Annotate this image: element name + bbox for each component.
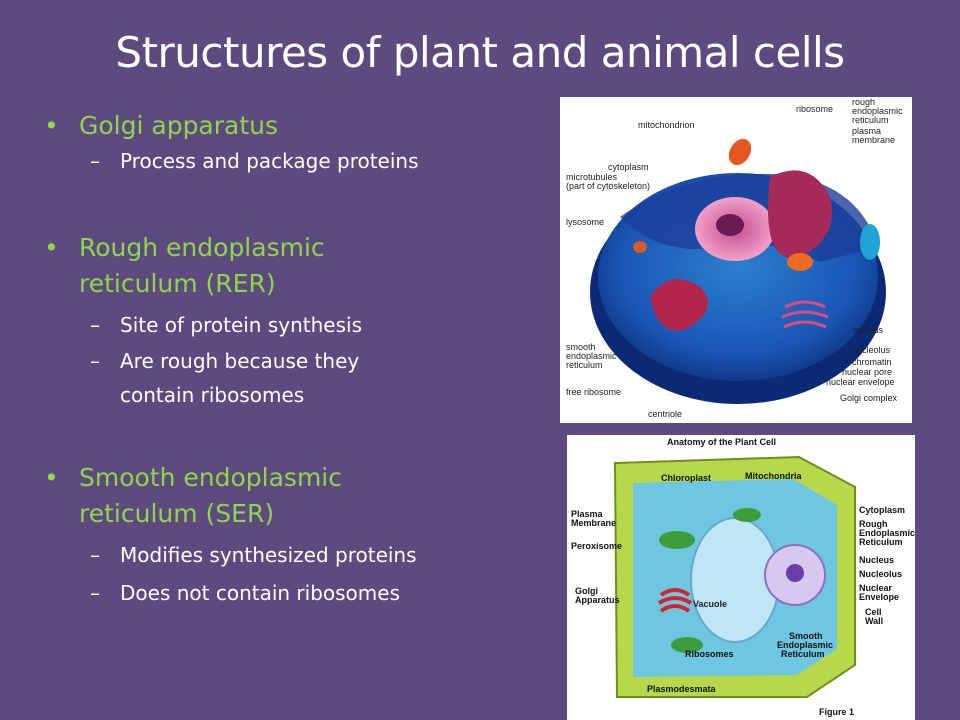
- svg-text:Envelope: Envelope: [859, 592, 899, 602]
- svg-text:ribosome: ribosome: [796, 104, 833, 114]
- sub-bullet-text: Modifies synthesized proteins: [120, 543, 417, 567]
- svg-text:free ribosome: free ribosome: [566, 387, 621, 397]
- svg-text:Anatomy of the Plant Cell: Anatomy of the Plant Cell: [667, 437, 776, 447]
- svg-text:(part of cytoskeleton): (part of cytoskeleton): [566, 181, 650, 191]
- lysosome-shape: [633, 241, 647, 253]
- svg-text:plasma: plasma: [852, 126, 881, 136]
- svg-text:endoplasmic: endoplasmic: [566, 351, 617, 361]
- svg-text:smooth: smooth: [566, 342, 596, 352]
- animal-cell-illustration: ribosome rough endoplasmic reticulum pla…: [566, 97, 903, 419]
- bullet-heading: reticulum (SER): [79, 499, 275, 528]
- svg-text:Reticulum: Reticulum: [781, 649, 825, 659]
- svg-text:Figure 1: Figure 1: [819, 707, 854, 717]
- bullet-rer: • Rough endoplasmic reticulum (RER): [44, 230, 544, 302]
- sub-bullet-text: Are rough because they: [120, 349, 360, 373]
- chloroplast-shape: [671, 637, 703, 653]
- svg-text:cytoplasm: cytoplasm: [608, 162, 649, 172]
- plant-cell-figure: Anatomy of the Plant Cell Vacuole Chloro…: [567, 435, 915, 720]
- chloroplast-shape: [659, 531, 695, 549]
- bullet-golgi: • Golgi apparatus: [44, 108, 544, 144]
- svg-text:Cytoplasm: Cytoplasm: [859, 505, 905, 515]
- rer-shape: [768, 170, 832, 258]
- bullet-list: • Golgi apparatus –Process and package pr…: [44, 108, 544, 610]
- svg-text:Cell: Cell: [865, 607, 882, 617]
- svg-text:Reticulum: Reticulum: [859, 537, 903, 547]
- svg-text:nuclear envelope: nuclear envelope: [826, 377, 895, 387]
- svg-text:Plasmodesmata: Plasmodesmata: [647, 684, 717, 694]
- svg-text:mitochondrion: mitochondrion: [638, 120, 695, 130]
- svg-text:endoplasmic: endoplasmic: [852, 106, 903, 116]
- sub-bullet-text: Process and package proteins: [120, 149, 419, 173]
- svg-text:lysosome: lysosome: [566, 217, 604, 227]
- rer-shape: [650, 279, 708, 331]
- sub-bullet: –Does not contain ribosomes: [90, 581, 400, 605]
- bullet-dot: •: [44, 233, 59, 262]
- svg-text:Wall: Wall: [865, 616, 883, 626]
- svg-text:Ribosomes: Ribosomes: [685, 649, 734, 659]
- svg-text:Endoplasmic: Endoplasmic: [777, 640, 833, 650]
- svg-text:nucleus: nucleus: [852, 325, 884, 335]
- slide-title: Structures of plant and animal cells: [115, 28, 845, 77]
- mitochondrion-shape: [728, 138, 752, 166]
- sub-bullet-text: contain ribosomes: [120, 383, 305, 407]
- bullet-ser: • Smooth endoplasmic reticulum (SER): [44, 460, 544, 532]
- svg-text:Vacuole: Vacuole: [693, 599, 727, 609]
- golgi-shape: [657, 588, 693, 613]
- sub-bullet: –Process and package proteins: [90, 149, 419, 173]
- svg-text:membrane: membrane: [852, 135, 895, 145]
- bullet-heading: Smooth endoplasmic: [79, 463, 343, 492]
- plant-cell-illustration: Anatomy of the Plant Cell Vacuole Chloro…: [571, 437, 915, 717]
- svg-text:nuclear pore: nuclear pore: [842, 367, 892, 377]
- svg-text:Chloroplast: Chloroplast: [661, 473, 711, 483]
- svg-text:Mitochondria: Mitochondria: [745, 471, 802, 481]
- sub-bullet: –Modifies synthesized proteins: [90, 543, 417, 567]
- nucleolus-shape: [716, 214, 744, 236]
- bullet-heading: Golgi apparatus: [79, 111, 279, 140]
- sub-bullet-text: Site of protein synthesis: [120, 313, 362, 337]
- svg-text:Golgi: Golgi: [575, 586, 598, 596]
- bullet-heading: Rough endoplasmic: [79, 233, 325, 262]
- sub-bullet-text: Does not contain ribosomes: [120, 581, 400, 605]
- bullet-dot: •: [44, 463, 59, 492]
- svg-text:Membrane: Membrane: [571, 518, 616, 528]
- plasma-membrane-shape: [860, 224, 880, 260]
- nucleolus-shape: [786, 564, 804, 582]
- svg-text:Apparatus: Apparatus: [575, 595, 620, 605]
- svg-text:rough: rough: [852, 97, 875, 107]
- bullet-dot: •: [44, 111, 59, 140]
- svg-text:Rough: Rough: [859, 519, 888, 529]
- golgi-shape: [781, 300, 829, 329]
- svg-text:reticulum: reticulum: [566, 360, 603, 370]
- mitochondrion-shape: [787, 253, 813, 271]
- svg-text:microtubules: microtubules: [566, 172, 618, 182]
- sub-bullet: –Site of protein synthesis: [90, 313, 362, 337]
- bullet-heading: reticulum (RER): [79, 269, 276, 298]
- svg-text:Golgi complex: Golgi complex: [840, 393, 898, 403]
- svg-text:Plasma: Plasma: [571, 509, 604, 519]
- svg-text:Endoplasmic: Endoplasmic: [859, 528, 915, 538]
- svg-text:chromatin: chromatin: [852, 357, 892, 367]
- svg-text:nucleolus: nucleolus: [852, 345, 891, 355]
- svg-text:reticulum: reticulum: [852, 115, 889, 125]
- svg-text:centriole: centriole: [648, 409, 682, 419]
- svg-text:Nucleolus: Nucleolus: [859, 569, 902, 579]
- chloroplast-shape: [733, 508, 761, 522]
- svg-text:Smooth: Smooth: [789, 631, 823, 641]
- svg-text:Nucleus: Nucleus: [859, 555, 894, 565]
- svg-text:Peroxisome: Peroxisome: [571, 541, 622, 551]
- animal-cell-figure: ribosome rough endoplasmic reticulum pla…: [560, 97, 912, 423]
- svg-text:Nuclear: Nuclear: [859, 583, 893, 593]
